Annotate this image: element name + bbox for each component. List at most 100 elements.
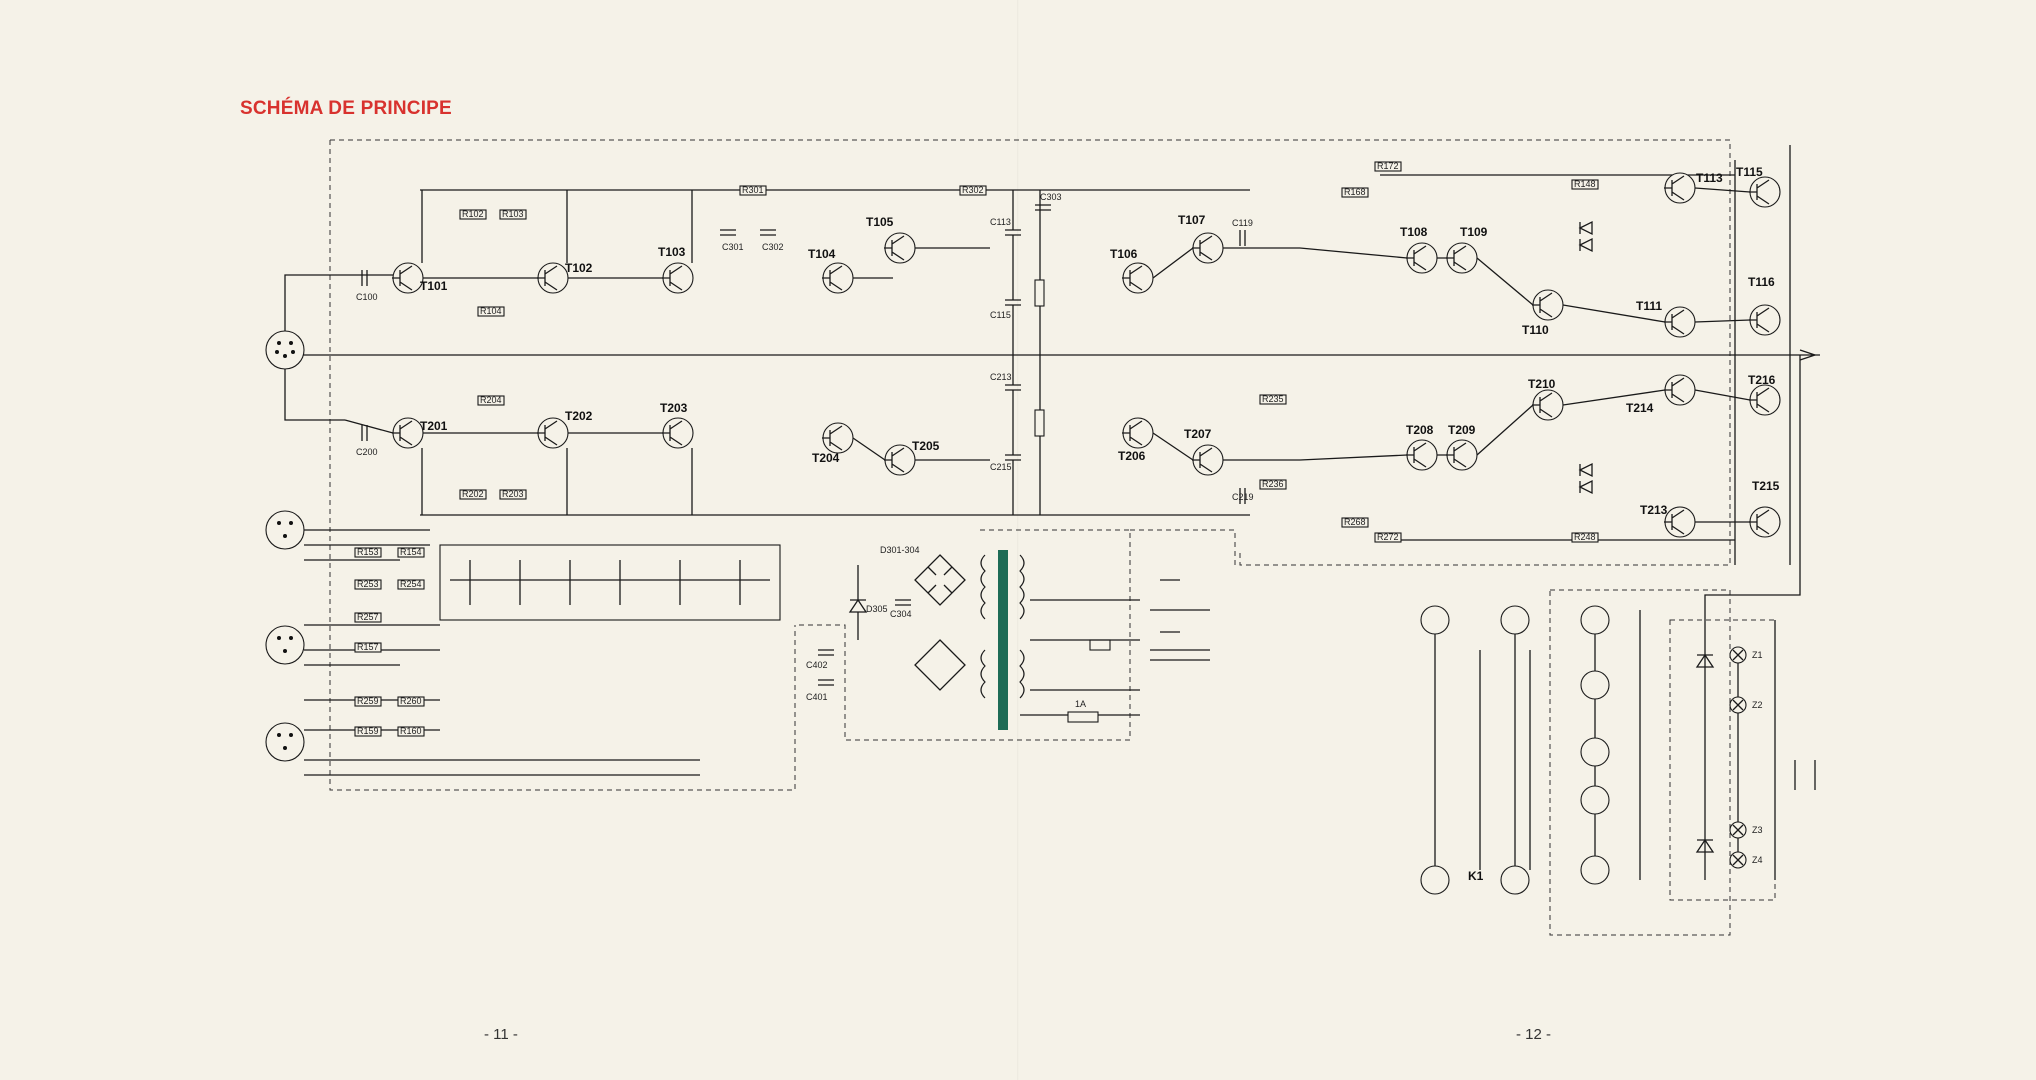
svg-text:T111: T111 <box>1636 299 1662 313</box>
svg-text:R172: R172 <box>1377 161 1399 171</box>
psu-wiring <box>1020 599 1140 716</box>
resistor-r236: R236 <box>1259 479 1287 490</box>
transistor-t105: T105 <box>866 215 916 264</box>
resistor-center-upper <box>1034 279 1045 307</box>
enclosure-boundary-output <box>1549 589 1731 936</box>
transistor-t209: T209 <box>1446 423 1478 471</box>
svg-text:R202: R202 <box>462 489 484 499</box>
transistor-t102: T102 <box>537 261 593 294</box>
din-connector-4 <box>265 722 305 762</box>
diode-d201-d202 <box>1578 462 1593 495</box>
svg-text:T208: T208 <box>1406 423 1434 437</box>
capacitor-c100: C100 <box>356 270 378 302</box>
preamp-signal-path <box>344 274 663 434</box>
svg-text:T109: T109 <box>1460 225 1488 239</box>
svg-text:R268: R268 <box>1344 517 1366 527</box>
svg-text:R203: R203 <box>502 489 524 499</box>
capacitor-c301: C301 <box>720 229 744 252</box>
resistor-r254: R254 <box>397 579 425 590</box>
input-selector-switch <box>439 544 781 621</box>
lamp-z1: Z1 <box>1729 646 1763 664</box>
svg-text:C200: C200 <box>356 447 378 457</box>
enclosure-boundary-top <box>330 139 1731 566</box>
enclosure-boundary-mid <box>1130 529 1236 565</box>
svg-text:C301: C301 <box>722 242 744 252</box>
resistor-r104: R104 <box>477 306 505 317</box>
transistor-t203: T203 <box>660 401 694 449</box>
svg-text:R157: R157 <box>357 642 379 652</box>
output-stage-signal-path <box>1299 187 1751 523</box>
svg-text:C213: C213 <box>990 372 1012 382</box>
din-2-wiring <box>304 529 430 561</box>
transistor-t213: T213 <box>1640 503 1696 538</box>
svg-text:K1: K1 <box>1468 869 1484 883</box>
capacitor-c302: C302 <box>760 229 784 252</box>
capacitor-c119: C119 <box>1232 218 1253 246</box>
mains-transformer <box>980 550 1025 730</box>
svg-text:T104: T104 <box>808 247 836 261</box>
diode-d305: D305 <box>848 565 888 640</box>
resistor-r159: R159 <box>354 726 382 737</box>
transistor-t116: T116 <box>1748 275 1781 336</box>
svg-text:T207: T207 <box>1184 427 1212 441</box>
svg-text:T108: T108 <box>1400 225 1428 239</box>
svg-text:T115: T115 <box>1736 165 1763 179</box>
svg-text:C215: C215 <box>990 462 1012 472</box>
transistor-t204: T204 <box>812 422 854 465</box>
resistor-r168: R168 <box>1341 187 1369 198</box>
din-connector-2 <box>265 510 305 550</box>
din-4-wiring <box>304 699 700 776</box>
resistor-r202: R202 <box>459 489 487 500</box>
svg-text:D301-304: D301-304 <box>880 545 920 555</box>
capacitor-c401: C401 <box>806 679 834 702</box>
din-connector-1 <box>265 330 305 370</box>
transistor-t214: T214 <box>1626 374 1696 415</box>
transistor-t111: T111 <box>1636 299 1696 338</box>
capacitor-c219: C219 <box>1232 488 1254 504</box>
resistor-r154: R154 <box>397 547 425 558</box>
svg-text:T213: T213 <box>1640 503 1668 517</box>
svg-text:C303: C303 <box>1040 192 1062 202</box>
resistor-r257: R257 <box>354 612 382 623</box>
resistor-r148: R148 <box>1571 179 1599 190</box>
transistor-t215: T215 <box>1749 479 1781 538</box>
svg-text:R103: R103 <box>502 209 524 219</box>
transistor-t202: T202 <box>537 409 593 449</box>
transistor-t109: T109 <box>1446 225 1488 274</box>
svg-text:T106: T106 <box>1110 247 1138 261</box>
transistor-t106: T106 <box>1110 247 1154 294</box>
svg-text:T103: T103 <box>658 245 686 259</box>
svg-text:R168: R168 <box>1344 187 1366 197</box>
transistor-t108: T108 <box>1400 225 1438 274</box>
svg-text:1A: 1A <box>1075 699 1086 709</box>
svg-text:R153: R153 <box>357 547 379 557</box>
resistor-r157: R157 <box>354 642 382 653</box>
resistor-r204: R204 <box>477 395 505 406</box>
svg-text:R148: R148 <box>1574 179 1596 189</box>
svg-text:Z2: Z2 <box>1752 700 1763 710</box>
mains-switch <box>1150 609 1210 661</box>
svg-text:R254: R254 <box>400 579 422 589</box>
resistor-r103: R103 <box>499 209 527 220</box>
transistor-t115: T115 <box>1736 165 1781 208</box>
svg-text:R248: R248 <box>1574 532 1596 542</box>
middle-stage-signal-path <box>852 247 1300 461</box>
output-meters <box>1580 605 1641 885</box>
resistor-r172: R172 <box>1374 161 1402 172</box>
capacitor-c304: C304 <box>890 599 912 619</box>
svg-text:R301: R301 <box>742 185 764 195</box>
svg-text:R204: R204 <box>480 395 502 405</box>
speaker-output-section: K1 <box>1420 605 1531 895</box>
resistor-r248: R248 <box>1571 532 1599 543</box>
page-number-right: - 12 - <box>1516 1026 1552 1043</box>
svg-text:C304: C304 <box>890 609 912 619</box>
resistor-r272: R272 <box>1374 532 1402 543</box>
svg-text:R253: R253 <box>357 579 379 589</box>
svg-text:T209: T209 <box>1448 423 1476 437</box>
svg-text:R302: R302 <box>962 185 984 195</box>
enclosure-boundary-psu <box>795 529 1131 741</box>
svg-text:T102: T102 <box>565 261 593 275</box>
fuse-1a: 1A <box>1067 699 1099 723</box>
enclosure-boundary-left <box>329 140 796 791</box>
